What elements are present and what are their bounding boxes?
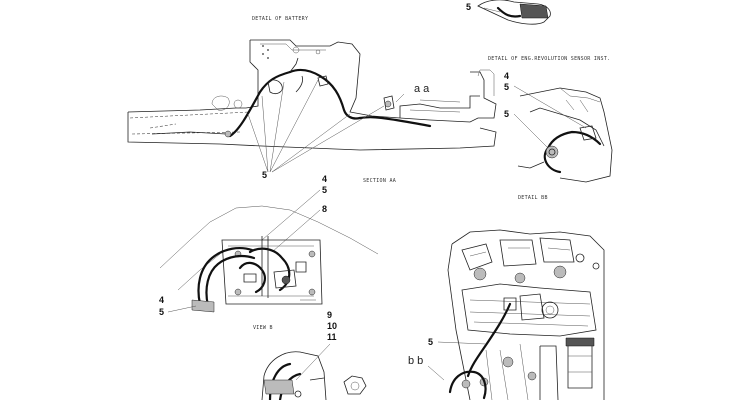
main-frame-side-view [127, 39, 497, 151]
leader-sec-4-5 [261, 189, 321, 241]
section-ref-aa-top: a a [414, 83, 430, 95]
callout-left-5: 5 [159, 307, 164, 317]
leader-eng-5b [513, 113, 549, 149]
callout-bb-5: 5 [428, 337, 433, 347]
callout-main-5: 5 [262, 170, 267, 180]
caption-detail-bb: DETAIL BB [518, 195, 548, 201]
callout-vb-11: 11 [327, 332, 337, 342]
leader-left-4-5 [167, 305, 197, 313]
leader-eng-4-5 [513, 85, 587, 129]
main-callout-5-leaders [247, 79, 385, 173]
section-ref-aa-arrow [395, 93, 405, 103]
leader-view-b [295, 343, 331, 381]
section-ref-bb-arrow [427, 365, 445, 381]
section-aa-drawing [159, 205, 379, 313]
callout-vb-10: 10 [327, 321, 337, 331]
callout-vb-9: 9 [327, 310, 332, 320]
callout-sec-5: 5 [322, 185, 327, 195]
eng-sensor-detail [517, 87, 613, 183]
leader-sec-8 [271, 209, 321, 253]
leader-bb-5 [437, 341, 487, 345]
callout-sec-8: 8 [322, 204, 327, 214]
section-ref-bb-bottom: b b [408, 355, 423, 367]
callout-eng-5a: 5 [504, 82, 509, 92]
caption-detail-eng-sensor: DETAIL OF ENG.REVOLUTION SENSOR INST. [488, 56, 610, 62]
view-b-drawing [261, 351, 367, 400]
callout-top-5: 5 [466, 2, 471, 12]
detail-bb-engine-drawing [447, 229, 605, 400]
caption-detail-battery: DETAIL OF BATTERY [252, 16, 308, 22]
callout-sec-4: 4 [322, 174, 327, 184]
battery-detail-partial [477, 0, 551, 25]
callout-eng-4: 4 [504, 71, 509, 81]
caption-view-b: VIEW B [253, 325, 273, 331]
callout-eng-5b: 5 [504, 109, 509, 119]
callout-left-4: 4 [159, 295, 164, 305]
caption-section-aa: SECTION AA [363, 178, 396, 184]
